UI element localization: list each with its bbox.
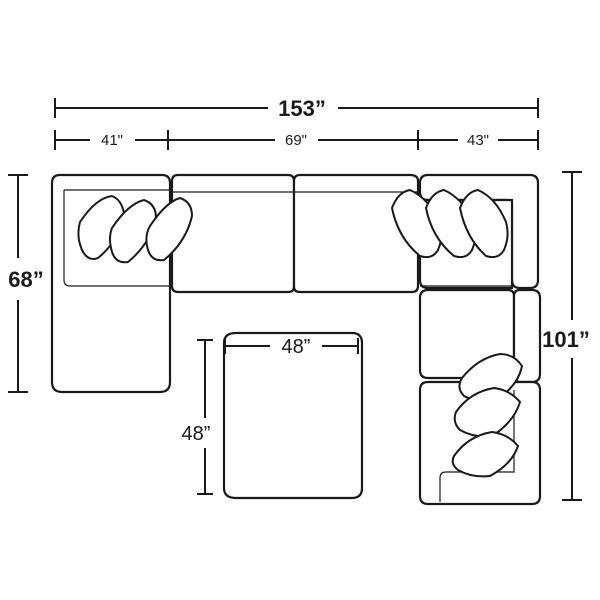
right-top-pillows [390,188,509,259]
left-depth-label: 68” [8,267,43,292]
left-pillows [77,194,194,264]
pillow [458,188,509,259]
section-widths-dimension: 41" 69" 43" [54,130,539,150]
overall-width-label: 153” [278,96,326,121]
middle-sofa-section [170,173,420,294]
right-depth-label: 101” [542,327,590,352]
pillow [451,430,520,478]
left-depth-dimension: 68” [8,174,44,393]
pillow [458,352,524,403]
middle-section-width-label: 69" [285,132,307,149]
right-lower-pillows [451,352,524,478]
ottoman-depth-label: 48” [182,423,211,445]
right-section-width-label: 43" [467,132,489,149]
right-depth-dimension: 101” [542,171,590,501]
pillow [145,196,194,262]
pillow [453,386,522,438]
left-section-width-label: 41" [101,132,123,149]
ottoman-width-dimension: 48” [224,336,359,358]
ottoman-depth-dimension: 48” [182,339,213,495]
ottoman-width-label: 48” [282,336,311,358]
overall-width-dimension: 153” [54,96,539,121]
